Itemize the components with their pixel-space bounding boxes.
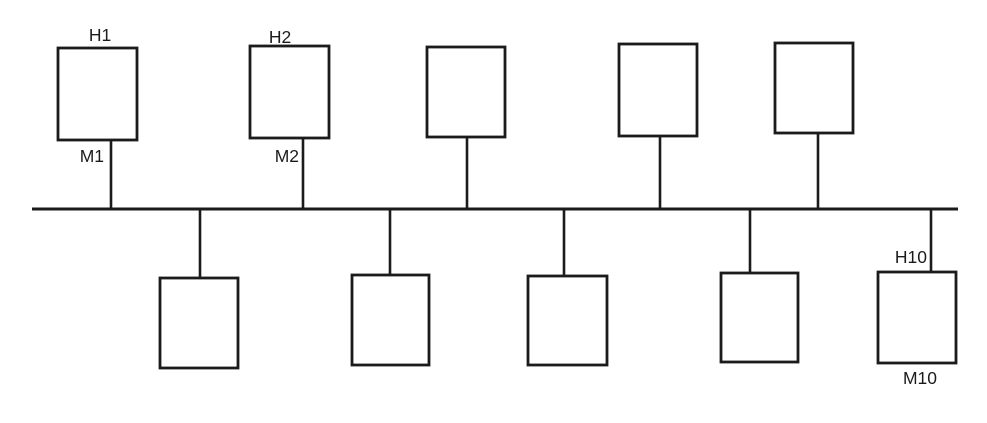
station-9-box: [719, 271, 800, 364]
station-2-box: [248, 44, 331, 140]
station-8-box: [526, 274, 609, 367]
station-6-box: [158, 276, 240, 370]
station-10-host-label: H10: [895, 247, 927, 267]
station-2-host-label: H2: [269, 27, 291, 47]
station-5-box: [773, 41, 855, 135]
station-1-tap-label: M1: [80, 146, 104, 166]
station-1-box: [56, 46, 139, 142]
station-4-box: [617, 42, 699, 138]
station-10-tap-label: M10: [903, 368, 937, 388]
station-10-box: [876, 270, 958, 365]
station-2-tap-label: M2: [275, 146, 299, 166]
station-3-box: [425, 45, 507, 139]
station-1-host-label: H1: [89, 25, 111, 45]
station-7-box: [350, 273, 431, 367]
